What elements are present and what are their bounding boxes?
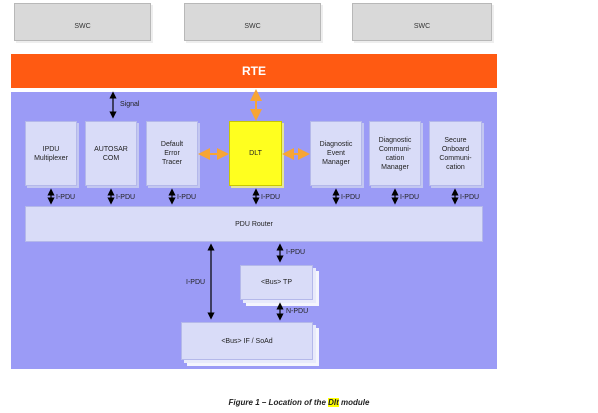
- figure-caption: Figure 1 – Location of the Dlt module: [0, 398, 598, 407]
- caption-suffix: module: [338, 398, 370, 407]
- ipdu-label: I-PDU: [460, 194, 480, 201]
- ipdu-label: I-PDU: [341, 194, 361, 201]
- swc-label: SWC: [413, 23, 431, 30]
- bus-if-soad-label: <Bus> IF / SoAd: [221, 337, 273, 345]
- caption-prefix: Figure 1 – Location of the: [228, 398, 329, 407]
- swc-box-2: SWC: [184, 3, 321, 41]
- ipdu-multiplexer-box: IPDU Multiplexer: [25, 121, 77, 186]
- dlt-label: DLT: [249, 150, 262, 157]
- ipdu-label: I-PDU: [177, 194, 197, 201]
- rte-bar: RTE: [11, 54, 497, 88]
- rte-label: RTE: [242, 64, 266, 78]
- signal-label: Signal: [120, 101, 140, 108]
- npdu-label: N-PDU: [286, 308, 309, 315]
- dlt-box: DLT: [229, 121, 282, 186]
- secure-onboard-communication-box: Secure Onboard Communi- cation: [429, 121, 482, 186]
- ipdu-label: I-PDU: [261, 194, 281, 201]
- bus-if-soad-box: <Bus> IF / SoAd: [181, 322, 313, 360]
- diagnostic-event-manager-box: Diagnostic Event Manager: [310, 121, 362, 186]
- bus-tp-box: <Bus> TP: [240, 265, 313, 300]
- autosar-com-box: AUTOSAR COM: [85, 121, 137, 186]
- ipdu-label: I-PDU: [186, 279, 206, 286]
- swc-box-3: SWC: [352, 3, 492, 41]
- ipdu-label: I-PDU: [400, 194, 420, 201]
- pdu-router-box: PDU Router: [25, 206, 483, 242]
- caption-highlight: Dlt: [328, 398, 339, 407]
- swc-box-1: SWC: [14, 3, 151, 41]
- ipdu-label: I-PDU: [56, 194, 76, 201]
- swc-label: SWC: [244, 23, 261, 30]
- diagnostic-communication-manager-box: Diagnostic Communi- cation Manager: [369, 121, 421, 186]
- default-error-tracer-box: Default Error Tracer: [146, 121, 198, 186]
- ipdu-label: I-PDU: [286, 249, 306, 256]
- swc-label: SWC: [74, 23, 91, 30]
- bus-tp-label: <Bus> TP: [260, 279, 292, 286]
- ipdu-label: I-PDU: [116, 194, 136, 201]
- pdu-router-label: PDU Router: [235, 220, 273, 228]
